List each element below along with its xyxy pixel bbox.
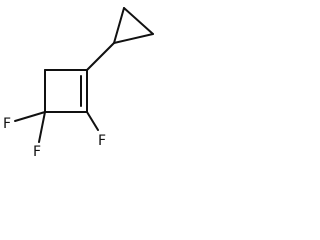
cyclopropyl-link-bond [86, 42, 115, 71]
fluorine-atom-label: F [98, 133, 106, 149]
vinyl-fluorine-bond [86, 111, 99, 131]
cyclopropane-bond-left [113, 7, 125, 44]
fluorine-atom-label: F [33, 144, 41, 160]
gem-fluorine-bond-down [38, 111, 46, 143]
chemical-structure-diagram: F F F [3, 7, 154, 160]
cyclopropane-bond-right [113, 33, 154, 44]
fluorine-atom-label: F [3, 116, 11, 132]
gem-fluorine-bond-left [14, 111, 46, 122]
cyclopropane-bond-top [123, 7, 154, 35]
